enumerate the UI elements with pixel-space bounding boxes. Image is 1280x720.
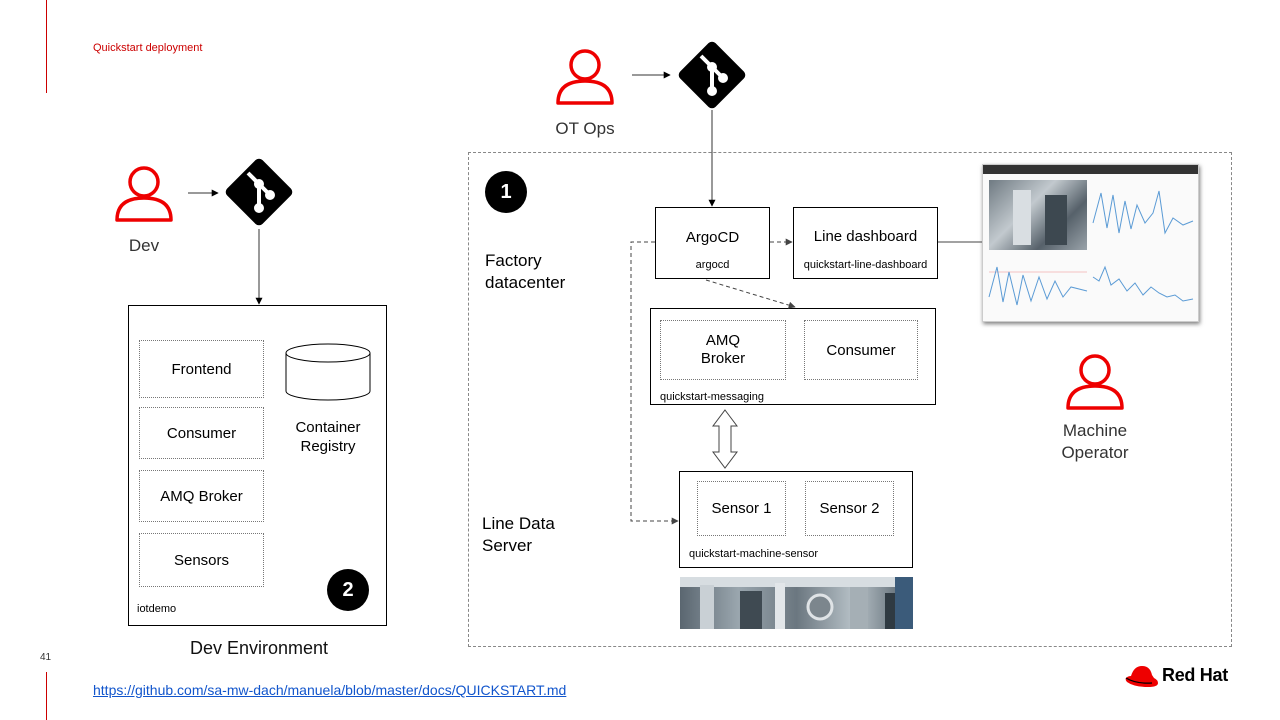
step-badge-1: 1	[485, 171, 527, 213]
line-data-server-label: Line Data Server	[482, 514, 555, 555]
red-hat-icon	[1125, 666, 1158, 687]
page-number: 41	[40, 652, 52, 663]
accent-line-top	[46, 0, 47, 93]
ot-ops-person-label: OT Ops	[555, 119, 615, 138]
argocd-namespace: argocd	[695, 259, 730, 271]
line-dashboard-namespace: quickstart-line-dashboard	[803, 259, 928, 271]
dev-namespace-label: iotdemo	[137, 603, 177, 615]
container-registry-label: Container Registry	[295, 419, 361, 455]
argocd-title: ArgoCD	[685, 229, 740, 246]
dev-component-amq-broker: AMQ Broker	[139, 470, 264, 522]
sensor-namespace-box	[679, 471, 913, 568]
dev-component-consumer: Consumer	[139, 407, 264, 459]
dev-component-frontend: Frontend	[139, 340, 264, 398]
messaging-namespace-box	[650, 308, 936, 405]
dashboard-screenshot-image	[982, 164, 1199, 322]
step-badge-2: 2	[327, 569, 369, 611]
machine-photo-image	[680, 577, 913, 629]
red-hat-logo: Red Hat	[1124, 661, 1234, 691]
slide-title: Quickstart deployment	[93, 42, 203, 54]
line-dashboard-box: Line dashboard quickstart-line-dashboard	[793, 207, 938, 279]
red-hat-wordmark: Red Hat	[1162, 665, 1228, 685]
sensor-1-component: Sensor 1	[697, 481, 786, 536]
docs-link[interactable]: https://github.com/sa-mw-dach/manuela/bl…	[93, 682, 567, 698]
messaging-amq-broker: AMQ Broker	[660, 320, 786, 380]
dev-environment-caption: Dev Environment	[190, 638, 329, 658]
container-registry-cylinder-icon	[285, 343, 371, 401]
sensor-2-component: Sensor 2	[805, 481, 894, 536]
accent-line-bottom	[46, 672, 47, 720]
sensor-namespace-label: quickstart-machine-sensor	[689, 548, 818, 560]
argocd-box: ArgoCD argocd	[655, 207, 770, 279]
dev-component-sensors: Sensors	[139, 533, 264, 587]
line-dashboard-title: Line dashboard	[813, 228, 918, 245]
messaging-namespace-label: quickstart-messaging	[660, 391, 764, 403]
machine-operator-label: Machine Operator	[1061, 421, 1129, 462]
dev-person-label: Dev	[128, 236, 160, 255]
factory-datacenter-label: Factory datacenter	[485, 251, 566, 292]
factory-region	[468, 152, 1232, 647]
messaging-consumer: Consumer	[804, 320, 918, 380]
